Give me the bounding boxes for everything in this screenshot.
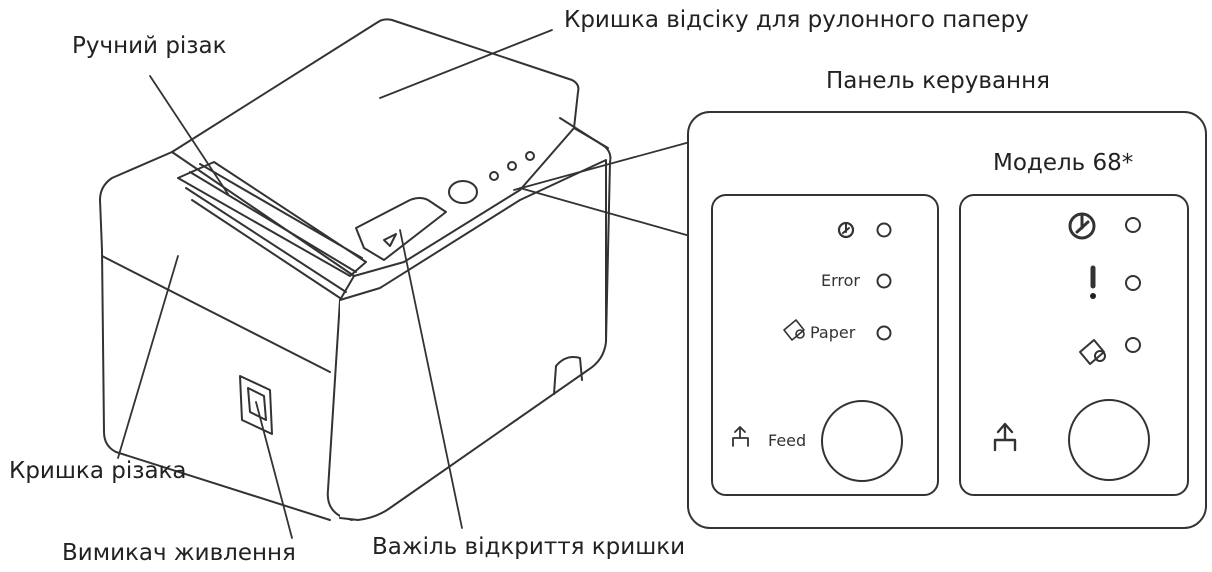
error-label: Error — [821, 271, 860, 290]
top-feed-button — [448, 180, 478, 204]
manual-cutter-slot — [177, 161, 367, 277]
side-handle — [553, 356, 583, 395]
printer-front-face — [99, 151, 355, 521]
label-manual-cutter: Ручний різак — [72, 33, 227, 59]
callout-manual-cutter — [149, 75, 229, 195]
power-icon — [837, 221, 855, 239]
feed-button-68 — [1068, 399, 1150, 481]
paper-icon — [783, 319, 805, 341]
error-icon — [1090, 265, 1096, 299]
label-control-panel: Панель керування — [826, 68, 1050, 94]
label-model: Модель 68* — [993, 150, 1134, 176]
feed-icon — [732, 426, 749, 447]
feed-button-left — [821, 400, 903, 482]
printer-right-face — [339, 159, 607, 521]
feed-icon-68 — [993, 422, 1017, 452]
led-error-68 — [1125, 275, 1141, 291]
control-panel-zoom: Error Paper Feed — [687, 111, 1207, 529]
panel-zoom-line-bottom — [519, 187, 691, 237]
panel-zoom-line-top — [513, 141, 691, 191]
led-power — [876, 222, 892, 238]
printer — [99, 18, 612, 521]
cover-open-lever — [355, 197, 447, 261]
led-power-68 — [1125, 217, 1141, 233]
callout-lines — [117, 29, 691, 539]
top-led-2 — [507, 161, 517, 171]
printer-top-cover — [171, 18, 580, 277]
printer-body-right-top — [559, 117, 612, 343]
paper-exit-slot — [185, 187, 347, 299]
feed-label: Feed — [768, 431, 806, 450]
lever-arrow-icon — [383, 233, 397, 247]
led-error — [876, 273, 892, 289]
paper-icon-68 — [1079, 339, 1106, 365]
callout-lever — [399, 229, 463, 529]
led-paper-68 — [1125, 337, 1141, 353]
callout-cutter-cover — [117, 255, 179, 459]
callout-roll-cover — [379, 29, 553, 99]
top-led-1 — [489, 171, 499, 181]
led-paper — [876, 325, 892, 341]
paper-label: Paper — [810, 323, 856, 342]
label-roll-paper-cover: Кришка відсіку для рулонного паперу — [564, 7, 1029, 33]
label-cutter-cover: Кришка різака — [9, 458, 187, 484]
printer-front-split — [101, 255, 331, 373]
callout-power-switch — [255, 401, 293, 539]
label-cover-open-lever: Важіль відкриття кришки — [372, 534, 686, 560]
power-icon-bold — [1068, 212, 1096, 240]
top-led-3 — [525, 151, 535, 161]
label-power-switch: Вимикач живлення — [62, 540, 296, 566]
